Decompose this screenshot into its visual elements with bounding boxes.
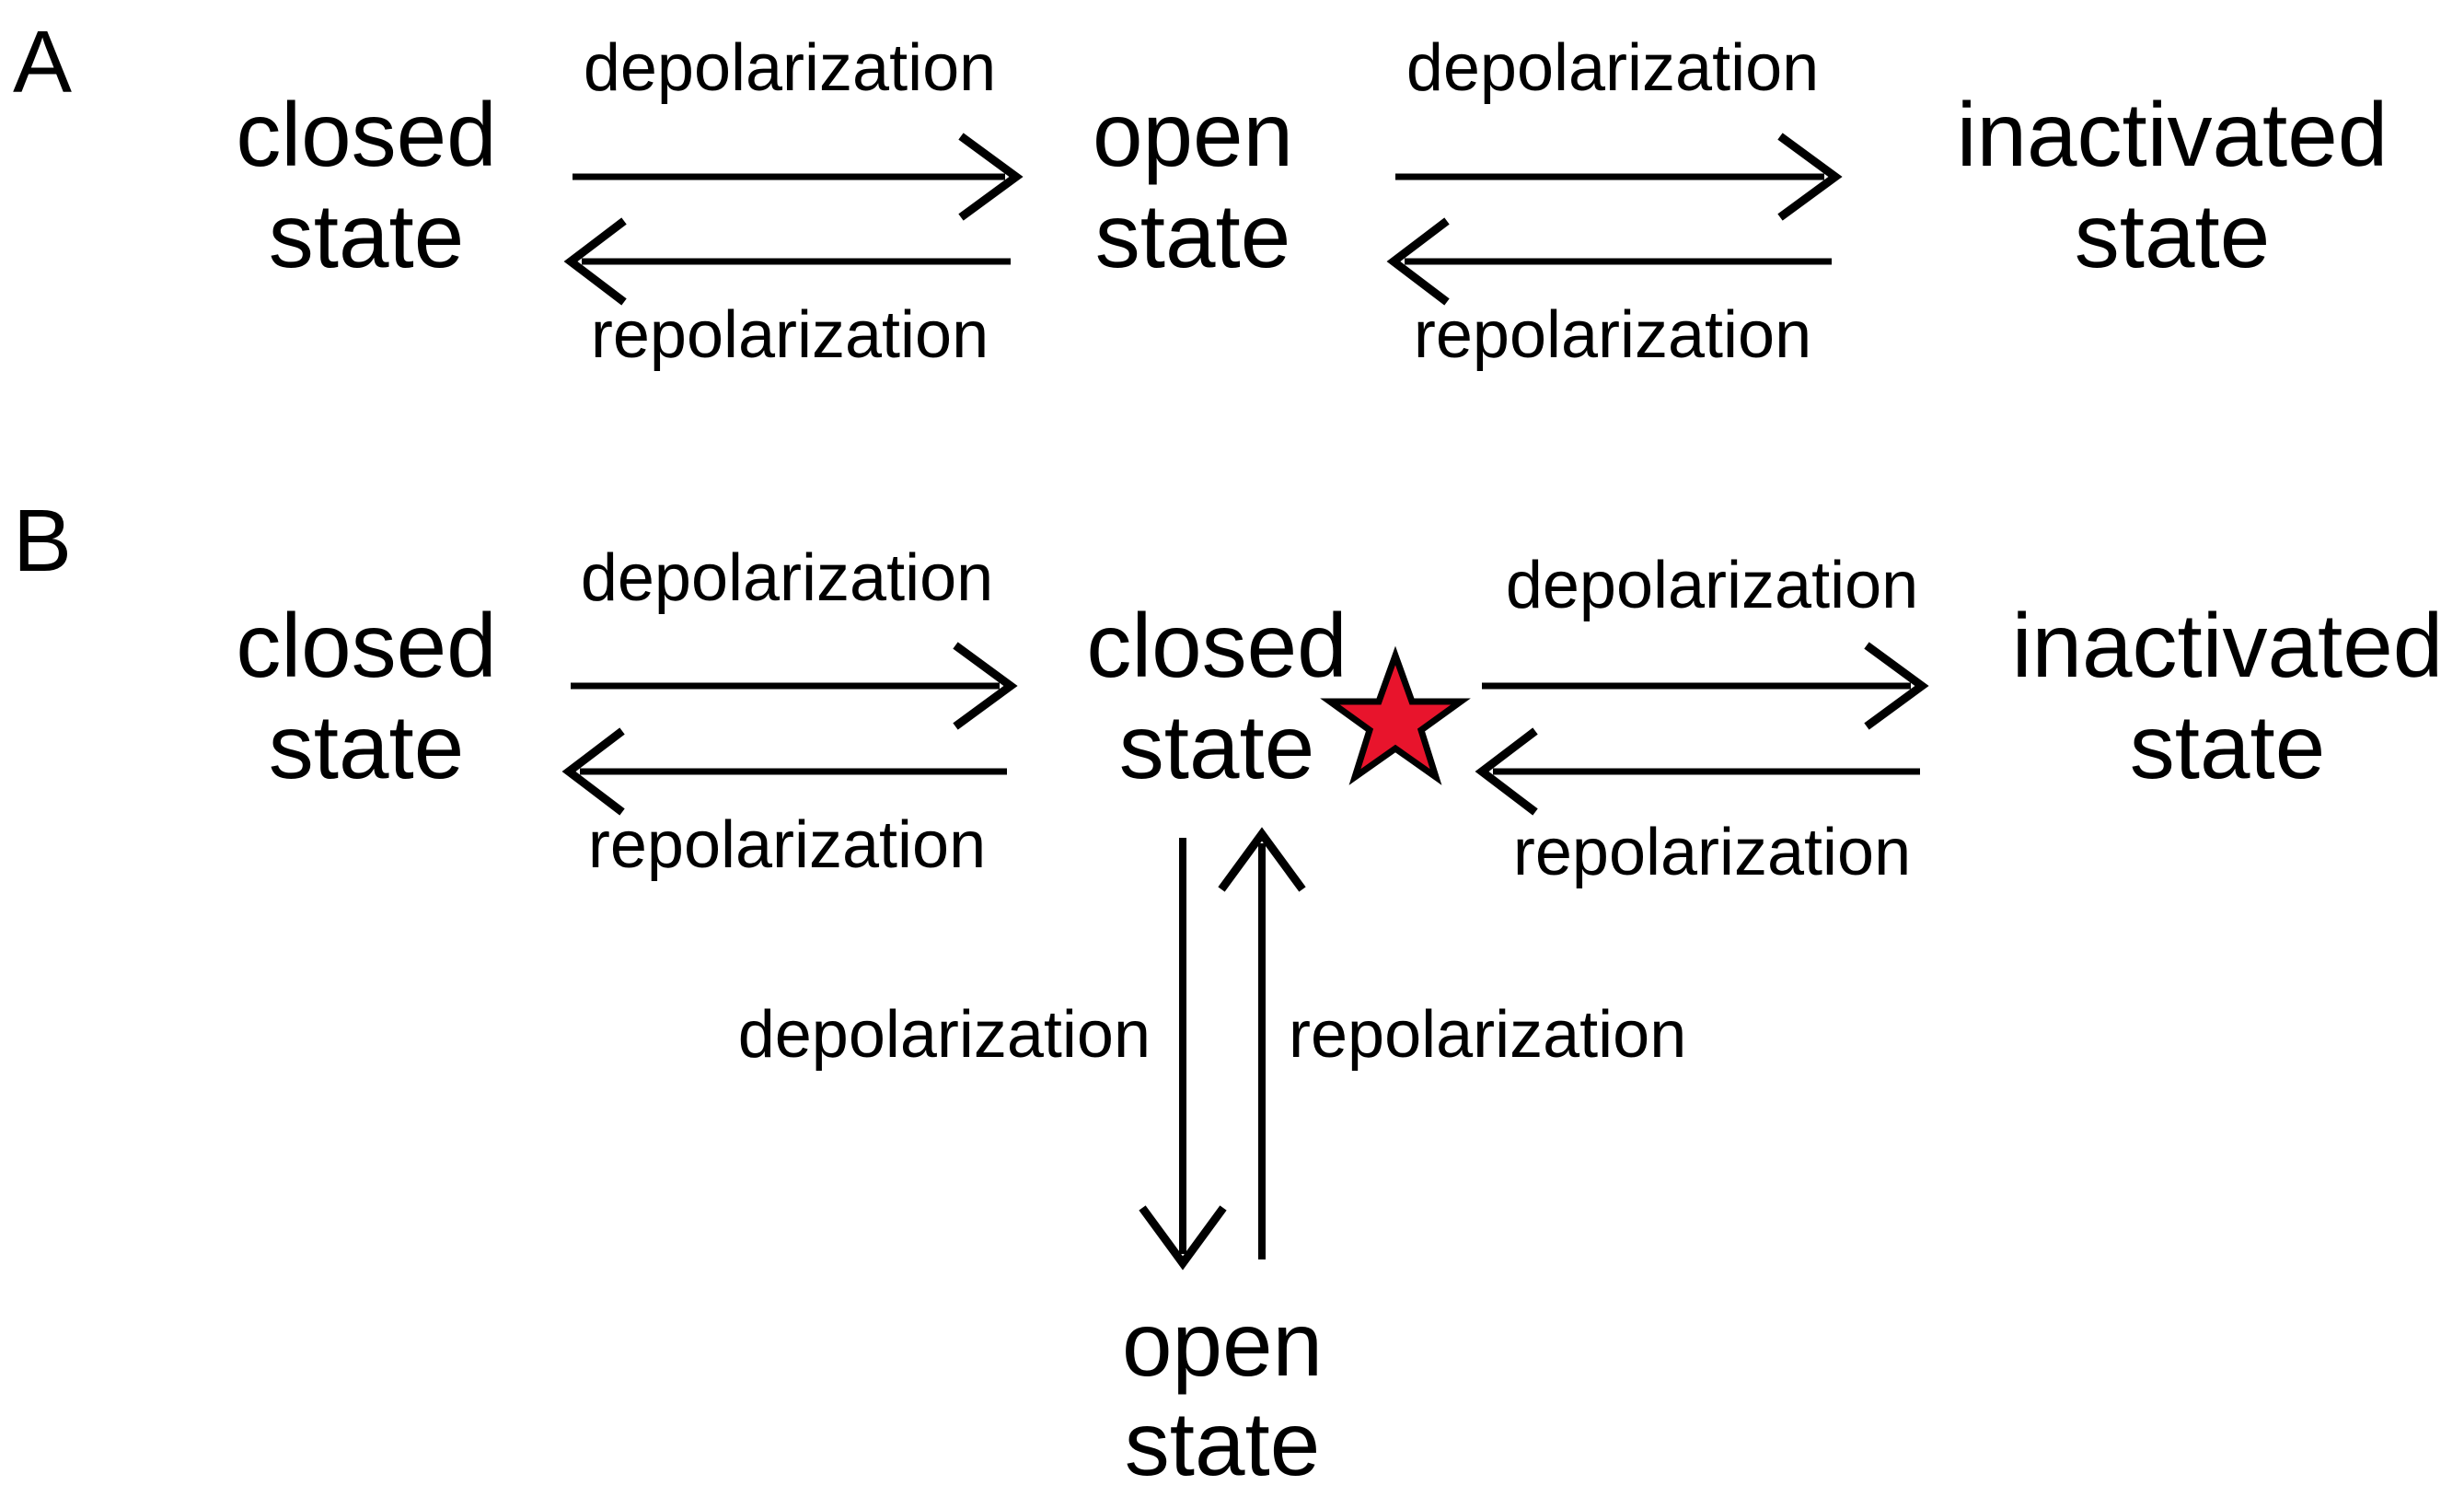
- panel-a-repolarization-right-label: repolarization: [1414, 298, 1811, 372]
- panel-b-state-open-line2: state: [1125, 1393, 1320, 1494]
- panel-b-repolarization-right-label: repolarization: [1513, 816, 1911, 889]
- panel-a-arrow-left-bottom: [563, 217, 1011, 306]
- panel-a-state-open: open state: [1093, 84, 1293, 286]
- panel-b-state-open: open state: [1122, 1294, 1323, 1494]
- panel-b-arrow-down: [1139, 838, 1227, 1271]
- panel-b-repolarization-left-label: repolarization: [588, 808, 986, 882]
- panel-b-state-closed-center-line2: state: [1119, 696, 1314, 797]
- panel-b-state-closed-center-line1: closed: [1086, 595, 1347, 696]
- panel-b-arrow-right-top-2: [1482, 642, 1929, 730]
- panel-b-transition-left: depolarization repolarization: [561, 541, 1018, 882]
- panel-b-transition-right: depolarization repolarization: [1475, 549, 1929, 889]
- panel-a-depolarization-left-label: depolarization: [584, 31, 996, 105]
- panel-b-depolarization-vertical-label: depolarization: [738, 998, 1151, 1072]
- panel-b-arrow-right-top: [571, 642, 1018, 730]
- panel-a-state-inactivated-line1: inactivated: [1957, 84, 2389, 185]
- panel-a-state-closed-line1: closed: [236, 84, 496, 185]
- panel-a: A closed state depolarization repolariza…: [13, 13, 2388, 372]
- panel-a-state-inactivated-line2: state: [2075, 185, 2270, 286]
- panel-b-arrow-left-bottom: [561, 727, 1007, 816]
- panel-a-repolarization-left-label: repolarization: [591, 298, 989, 372]
- panel-a-arrow-left-bottom-2: [1386, 217, 1832, 306]
- panel-a-state-closed-line2: state: [269, 185, 464, 286]
- panel-b-depolarization-left-label: depolarization: [581, 541, 993, 615]
- panel-a-transition-left: depolarization repolarization: [563, 31, 1024, 372]
- panel-a-state-closed: closed state: [236, 84, 496, 286]
- panel-a-arrow-right-top-2: [1395, 133, 1843, 221]
- panel-a-arrow-right-top: [573, 133, 1024, 221]
- panel-a-state-open-line2: state: [1095, 185, 1290, 286]
- panel-a-depolarization-right-label: depolarization: [1406, 31, 1819, 105]
- panel-b-letter: B: [13, 492, 72, 590]
- panel-b-state-closed-left: closed state: [236, 595, 496, 797]
- panel-a-letter: A: [13, 13, 72, 111]
- panel-b-repolarization-vertical-label: repolarization: [1289, 998, 1686, 1072]
- panel-b-arrow-up: [1218, 827, 1306, 1259]
- panel-a-transition-right: depolarization repolarization: [1386, 31, 1843, 372]
- panel-b-arrow-left-bottom-2: [1475, 727, 1920, 816]
- panel-b-state-closed-left-line2: state: [269, 696, 464, 797]
- panel-a-state-open-line1: open: [1093, 84, 1293, 185]
- panel-b-state-closed-left-line1: closed: [236, 595, 496, 696]
- panel-b-state-inactivated: inactivated state: [2012, 595, 2444, 797]
- panel-b-state-inactivated-line1: inactivated: [2012, 595, 2444, 696]
- panel-b-state-open-line1: open: [1122, 1294, 1323, 1395]
- panel-b-state-inactivated-line2: state: [2130, 696, 2325, 797]
- panel-b-depolarization-right-label: depolarization: [1506, 549, 1918, 622]
- panel-b: B closed state depolarization repolariza…: [13, 492, 2443, 1494]
- red-star-icon: [1320, 645, 1471, 785]
- panel-b-state-closed-center: closed state: [1086, 595, 1347, 797]
- panel-a-state-inactivated: inactivated state: [1957, 84, 2389, 286]
